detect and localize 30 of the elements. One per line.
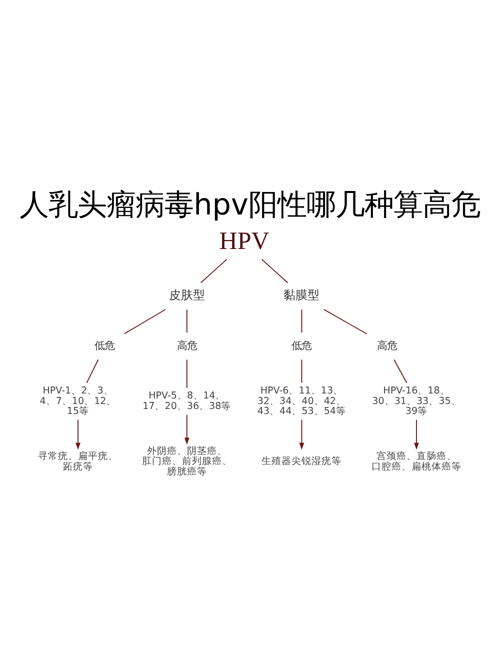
connector bbox=[86, 359, 99, 384]
node-text: 高危 bbox=[377, 340, 398, 352]
connector bbox=[394, 359, 408, 384]
node-text: 外阴癌、阴茎癌、肛门癌、前列腺癌、膀胱癌等 bbox=[142, 446, 232, 478]
arrow bbox=[76, 419, 80, 450]
connector bbox=[261, 258, 288, 284]
node-text: 寻常疣、扁平疣、跖疣等 bbox=[38, 451, 118, 472]
connector bbox=[186, 309, 188, 334]
connector bbox=[301, 359, 302, 384]
node-text: 宫颈癌、直肠癌、口腔癌、扁桃体癌等 bbox=[371, 451, 462, 472]
node-text: HPV bbox=[219, 228, 270, 256]
arrow bbox=[414, 419, 419, 450]
node-text: 低危 bbox=[94, 340, 114, 352]
connector bbox=[301, 309, 302, 334]
arrow bbox=[299, 419, 304, 450]
connector bbox=[124, 309, 166, 334]
node-text: HPV-1、2、3、4、7、10、12、15等 bbox=[40, 386, 116, 418]
node-text: HPV-5、8、14、17、20、36、38等 bbox=[142, 390, 232, 412]
connector bbox=[323, 309, 368, 334]
node-text: 生殖器尖锐湿疣等 bbox=[262, 456, 342, 468]
node-text: 皮肤型 bbox=[168, 288, 205, 302]
node-text: 高危 bbox=[176, 340, 197, 352]
node-text: 黏膜型 bbox=[284, 288, 320, 302]
connector bbox=[200, 258, 228, 284]
arrow bbox=[184, 414, 190, 445]
connector bbox=[186, 359, 188, 388]
node-text: 低危 bbox=[292, 340, 312, 352]
node-text: HPV-16、18、30、31、33、35、39等 bbox=[372, 386, 461, 418]
diagram-title: 人乳头瘤病毒hpv阳性哪几种算高危 bbox=[20, 187, 480, 222]
node-text: HPV-6、11、13、32、34、40、42、43、44、53、54等 bbox=[257, 386, 346, 418]
